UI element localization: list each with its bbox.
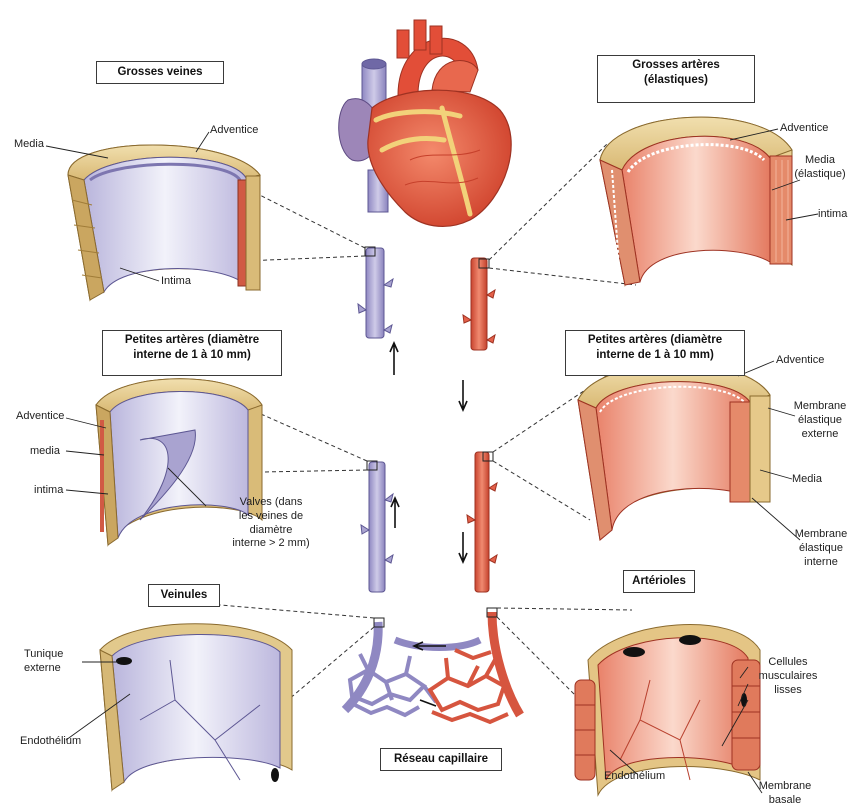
label-pa-membrane-externe-line1: Membrane — [790, 400, 850, 414]
title-grosses-arteres: Grosses artères (élastiques) — [597, 55, 755, 103]
title-petites-arteres-right-line2: interne de 1 à 10 mm) — [566, 348, 744, 363]
label-pa-adventice: Adventice — [776, 354, 824, 368]
veinules-section — [100, 624, 292, 790]
dashed-connectors — [210, 143, 636, 700]
label-pa-membrane-externe: Membrane élastique externe — [790, 400, 850, 441]
label-ar-cellules-line3: lisses — [748, 684, 828, 698]
title-petites-arteres-left-line1: Petites artères (diamètre — [103, 333, 281, 348]
label-ga-media: Media (élastique) — [792, 154, 848, 182]
label-pv-intima: intima — [34, 484, 63, 498]
label-vn-tunique-line2: externe — [24, 662, 63, 676]
title-petites-arteres-right: Petites artères (diamètre interne de 1 à… — [565, 330, 745, 376]
central-vein-upper — [358, 247, 398, 375]
central-artery-lower — [459, 452, 497, 592]
label-pa-media: Media — [792, 473, 822, 487]
central-vein-lower — [361, 461, 399, 592]
title-petites-arteres-left-line2: interne de 1 à 10 mm) — [103, 348, 281, 363]
label-ar-endothelium: Endothélium — [604, 770, 665, 784]
label-ga-adventice: Adventice — [780, 122, 828, 136]
label-pv-valves: Valves (dans les veines de diamètre inte… — [206, 496, 336, 551]
label-pa-membrane-externe-line2: élastique — [790, 414, 850, 428]
label-pa-membrane-interne-line2: élastique — [790, 542, 852, 556]
title-grosses-veines: Grosses veines — [96, 61, 224, 84]
label-ga-media-line1: Media — [792, 154, 848, 168]
label-ga-intima: intima — [818, 208, 847, 222]
label-ar-membrane-line1: Membrane — [752, 780, 818, 794]
label-ar-cellules-line2: musculaires — [748, 670, 828, 684]
label-vn-tunique: Tunique externe — [24, 648, 63, 676]
label-pa-membrane-interne-line3: interne — [790, 556, 852, 570]
title-grosses-arteres-line2: (élastiques) — [598, 73, 754, 88]
label-pv-valves-line4: interne > 2 mm) — [206, 537, 336, 551]
title-arterioles: Artérioles — [623, 570, 695, 593]
label-pv-adventice: Adventice — [16, 410, 64, 424]
label-ga-media-line2: (élastique) — [792, 168, 848, 182]
label-vn-endothelium: Endothélium — [20, 735, 81, 749]
capillary-network — [345, 608, 520, 722]
title-petites-arteres-right-line1: Petites artères (diamètre — [566, 333, 744, 348]
pulmonary-trunk — [432, 60, 478, 92]
title-veinules: Veinules — [148, 584, 220, 607]
label-pv-valves-line1: Valves (dans — [206, 496, 336, 510]
title-petites-arteres-left: Petites artères (diamètre interne de 1 à… — [102, 330, 282, 376]
label-ar-membrane-line2: basale — [752, 794, 818, 808]
label-vn-tunique-line1: Tunique — [24, 648, 63, 662]
heart-illustration — [339, 20, 511, 226]
label-pv-valves-line3: diamètre — [206, 524, 336, 538]
label-gv-intima: Intima — [161, 275, 191, 289]
label-pa-membrane-interne-line1: Membrane — [790, 528, 852, 542]
label-pa-membrane-externe-line3: externe — [790, 428, 850, 442]
label-ar-cellules-line1: Cellules — [748, 656, 828, 670]
label-pv-valves-line2: les veines de — [206, 510, 336, 524]
central-artery-upper — [459, 258, 495, 410]
label-gv-media: Media — [14, 138, 44, 152]
label-pa-membrane-interne: Membrane élastique interne — [790, 528, 852, 569]
title-grosses-arteres-line1: Grosses artères — [598, 58, 754, 73]
title-reseau-capillaire: Réseau capillaire — [380, 748, 502, 771]
grosses-arteres-section — [600, 117, 792, 285]
petites-arteres-section — [578, 364, 770, 540]
label-ar-cellules: Cellules musculaires lisses — [748, 656, 828, 697]
arterioles-section — [575, 625, 760, 795]
label-gv-adventice: Adventice — [210, 124, 258, 138]
label-pv-media: media — [30, 445, 60, 459]
label-ar-membrane: Membrane basale — [752, 780, 818, 808]
